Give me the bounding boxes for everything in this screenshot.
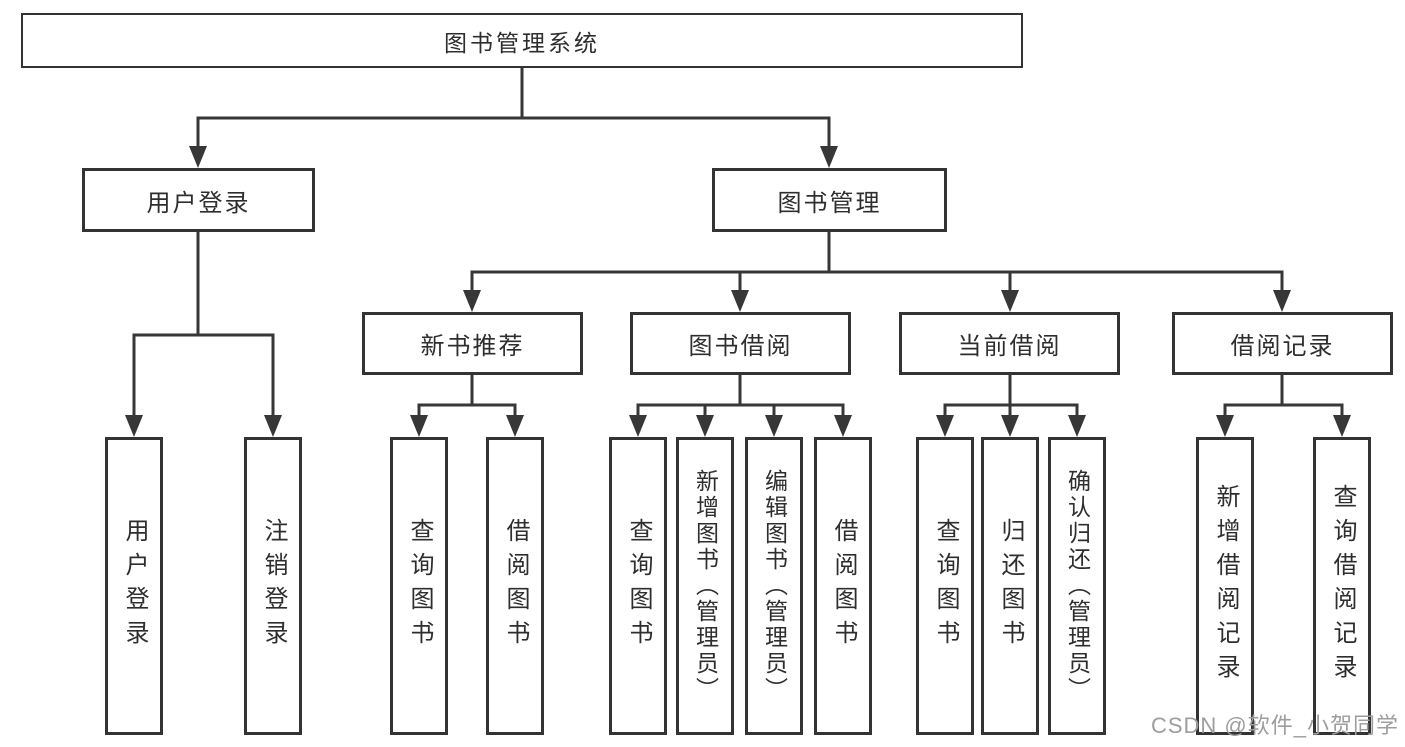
leaf-records-add-borrow-record: 新增借阅记录 — [1196, 437, 1254, 735]
leaf-label: 查询图书 — [625, 518, 652, 654]
node-label: 图书管理 — [777, 189, 882, 217]
leaf-label: 编辑图书（管理员） — [761, 469, 788, 703]
node-label: 图书管理系统 — [444, 29, 600, 56]
leaf-records-query-borrow-record: 查询借阅记录 — [1313, 437, 1371, 735]
node-label: 新书推荐 — [420, 333, 525, 360]
node-book-management-branch: 图书管理 — [712, 168, 947, 232]
node-label: 用户登录 — [146, 189, 251, 217]
node-label: 当前借阅 — [957, 333, 1062, 360]
node-label: 图书借阅 — [688, 333, 793, 360]
csdn-watermark: CSDN @软件_小贺同学 — [1150, 713, 1399, 738]
node-new-book-recommend: 新书推荐 — [362, 312, 583, 375]
leaf-label: 用户登录 — [121, 518, 148, 654]
leaf-user-login: 用户登录 — [105, 437, 163, 735]
leaf-borrowing-edit-books-admin: 编辑图书（管理员） — [745, 437, 803, 735]
leaf-borrowing-query-books: 查询图书 — [609, 437, 667, 735]
leaf-label: 注销登录 — [260, 518, 287, 654]
leaf-label: 借阅图书 — [830, 518, 857, 654]
leaf-current-return-books: 归还图书 — [981, 437, 1039, 735]
node-current-borrowing: 当前借阅 — [899, 312, 1120, 375]
leaf-current-query-books: 查询图书 — [916, 437, 974, 735]
leaf-label: 借阅图书 — [502, 518, 529, 654]
leaf-label: 确认归还（管理员） — [1064, 469, 1091, 703]
leaf-label: 查询图书 — [406, 518, 433, 654]
leaf-label: 查询图书 — [932, 518, 959, 654]
node-label: 借阅记录 — [1230, 333, 1335, 360]
leaf-label: 新增借阅记录 — [1212, 484, 1239, 688]
leaf-borrowing-add-books-admin: 新增图书（管理员） — [676, 437, 734, 735]
leaf-current-confirm-return-admin: 确认归还（管理员） — [1048, 437, 1106, 735]
leaf-borrowing-borrow-books: 借阅图书 — [814, 437, 872, 735]
leaf-recommend-borrow-books: 借阅图书 — [486, 437, 544, 735]
leaf-label: 新增图书（管理员） — [692, 469, 719, 703]
node-book-borrowing: 图书借阅 — [630, 312, 851, 375]
node-borrowing-records: 借阅记录 — [1172, 312, 1393, 375]
node-library-management-system: 图书管理系统 — [21, 13, 1023, 68]
leaf-label: 归还图书 — [997, 518, 1024, 654]
node-user-login-branch: 用户登录 — [82, 168, 315, 232]
leaf-logout: 注销登录 — [244, 437, 302, 735]
leaf-recommend-query-books: 查询图书 — [390, 437, 448, 735]
leaf-label: 查询借阅记录 — [1329, 484, 1356, 688]
